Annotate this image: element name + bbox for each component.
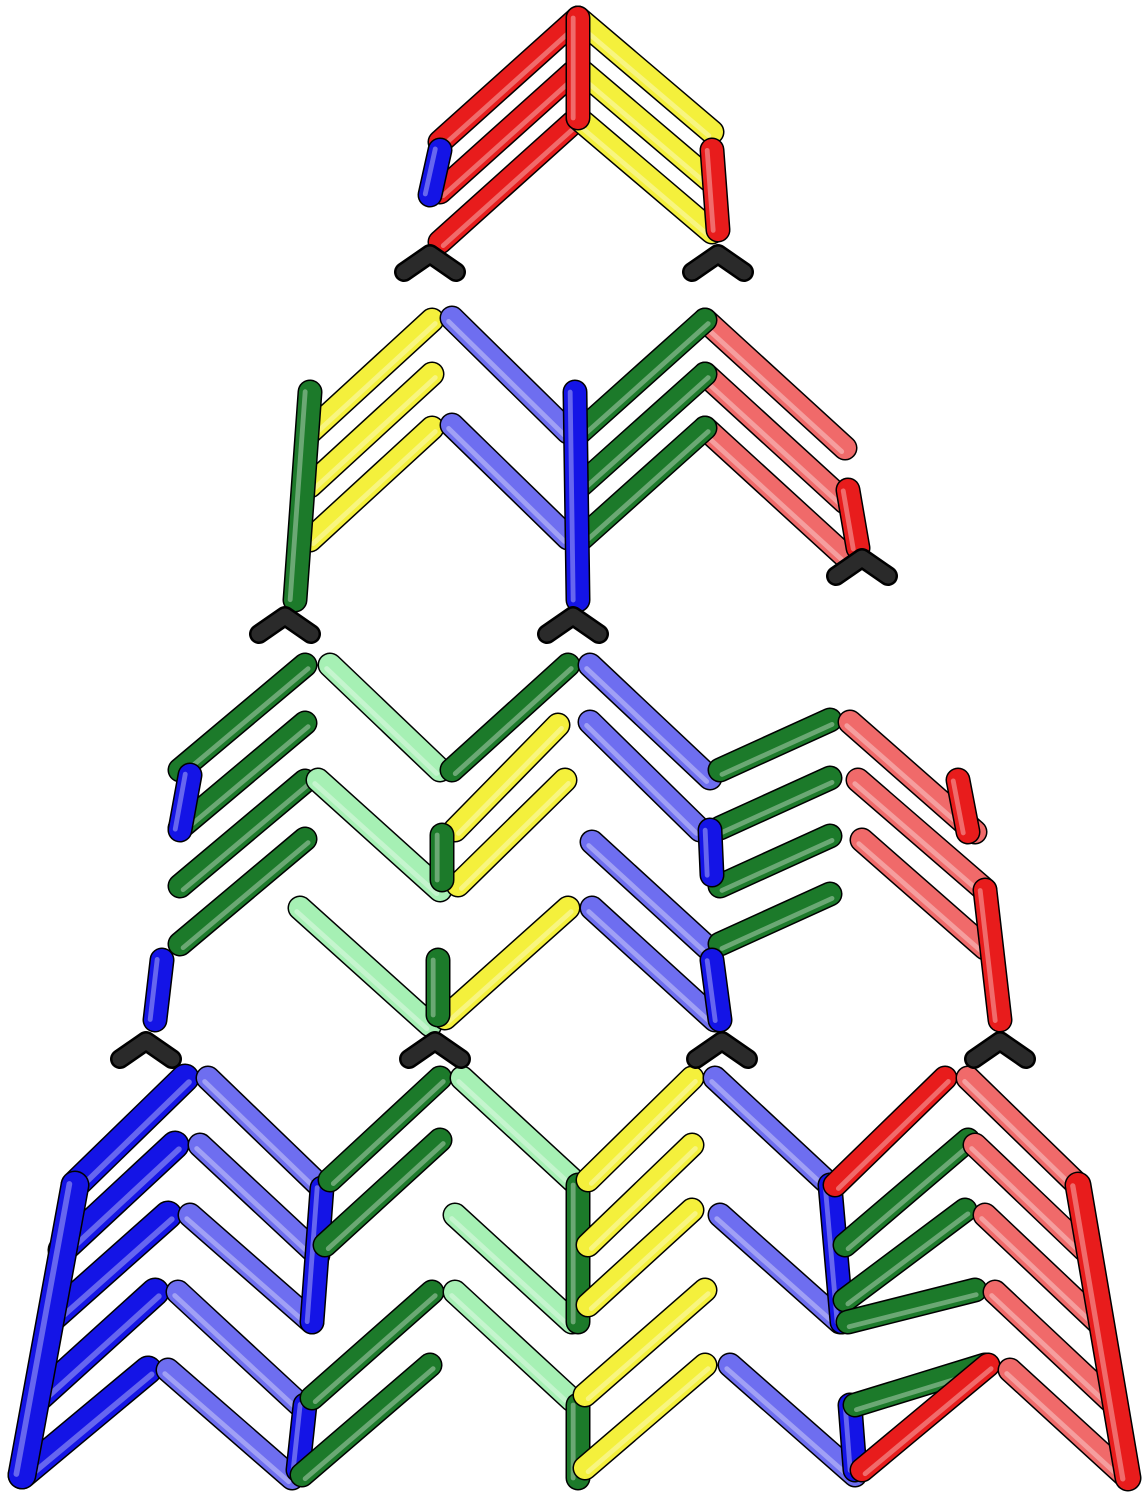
joint-l1-right [692, 254, 744, 272]
tube-green [720, 894, 832, 948]
tube-blue [727, 1365, 855, 1479]
tube-red [843, 490, 858, 549]
tube-green [720, 836, 832, 890]
tube-green [437, 835, 442, 880]
tube-green [459, 1078, 578, 1189]
joint-l3-a [120, 1041, 172, 1059]
joint-l2-a [259, 616, 311, 634]
tube-red [965, 1078, 1078, 1188]
tube-green [180, 665, 308, 774]
tube-green [433, 960, 438, 1015]
tube-blue [707, 960, 720, 1021]
tube-blue [175, 774, 190, 830]
tube-blue [712, 1078, 830, 1189]
tube-blue [705, 830, 712, 875]
tube-green [290, 392, 310, 600]
tube-blue [425, 149, 440, 195]
joint-l2-b [547, 616, 599, 634]
joint-l1-left [404, 254, 456, 272]
joint-l3-c [696, 1041, 748, 1059]
tube-blue [449, 425, 568, 541]
tube-red [859, 840, 985, 952]
tube-green [315, 780, 440, 894]
tube-red [953, 780, 968, 833]
tube-green [580, 428, 708, 544]
joint-l3-d [974, 1041, 1026, 1059]
tube-red [707, 150, 718, 230]
tube-blue [150, 959, 162, 1020]
joint-l2-c [836, 558, 888, 576]
tube-red [573, 18, 578, 118]
joint-l3-b [409, 1041, 461, 1059]
tube-red [980, 890, 1000, 1021]
tube-green [720, 778, 832, 832]
tube-blue [717, 1215, 840, 1326]
tube-yellow [445, 908, 571, 1022]
tube-blue [449, 318, 568, 435]
tube-blue [570, 392, 578, 600]
tube-layer [16, 18, 1128, 1482]
tube-green [327, 665, 440, 774]
tube-green [297, 908, 430, 1029]
tube-green [720, 720, 832, 774]
